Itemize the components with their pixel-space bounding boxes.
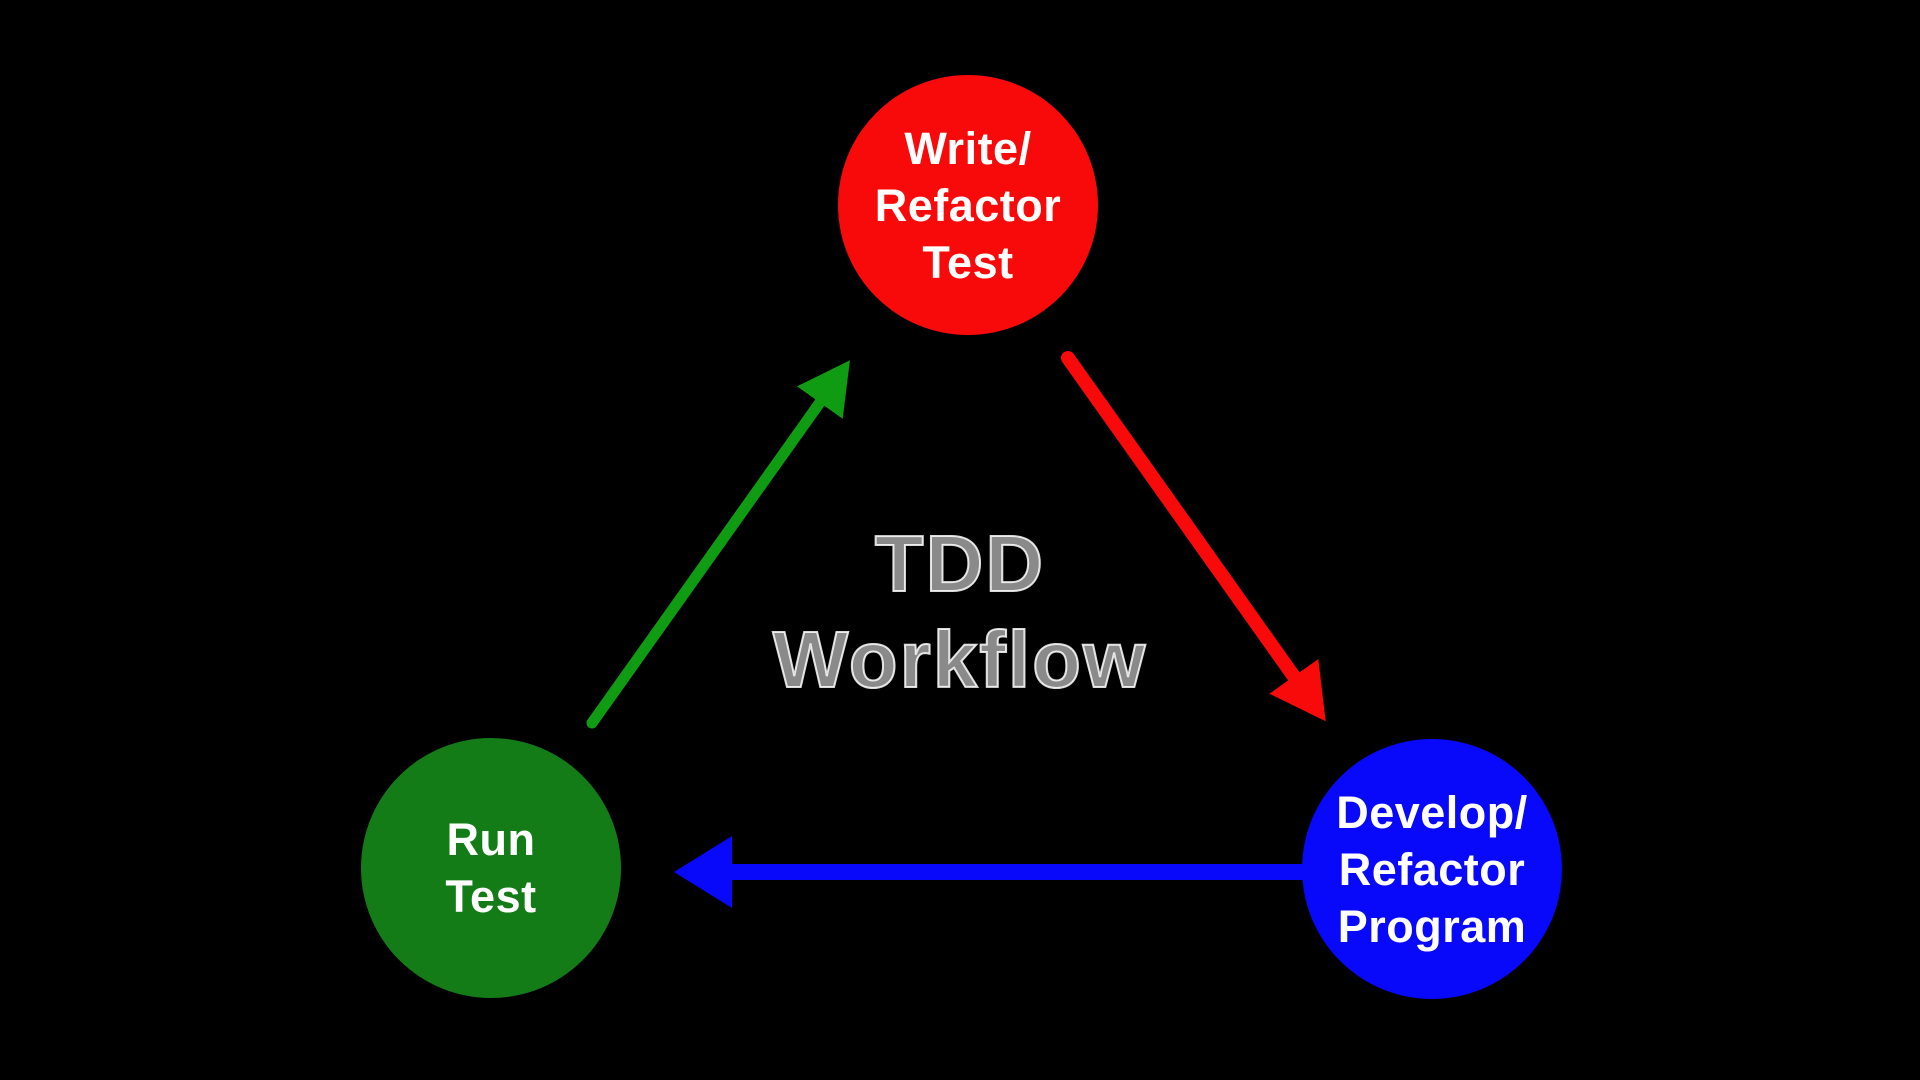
node-label-line: Test: [922, 236, 1014, 288]
node-label-line: Write/: [904, 122, 1032, 174]
diagram-title-line2: Workflow: [772, 614, 1148, 705]
arrow-run-to-write: [586, 360, 850, 729]
node-develop-refactor-program: Develop/ Refactor Program: [1302, 739, 1562, 999]
node-write-refactor-test: Write/ Refactor Test: [838, 75, 1098, 335]
node-label-line: Program: [1337, 900, 1527, 952]
node-label-line: Refactor: [1338, 843, 1526, 895]
node-label-line: Refactor: [874, 179, 1062, 231]
node-run-test: Run Test: [361, 738, 621, 998]
node-label-line: Develop/: [1336, 786, 1528, 838]
diagram-title-line1: TDD: [874, 518, 1046, 609]
node-run-test-label: Run Test: [445, 811, 536, 925]
arrow-write-to-develop: [1061, 351, 1326, 722]
node-develop-refactor-program-label: Develop/ Refactor Program: [1336, 784, 1528, 955]
diagram-title: TDD Workflow: [0, 516, 1920, 708]
node-label-line: Test: [445, 871, 537, 922]
node-write-refactor-test-label: Write/ Refactor Test: [875, 120, 1062, 291]
node-label-line: Run: [446, 814, 536, 865]
